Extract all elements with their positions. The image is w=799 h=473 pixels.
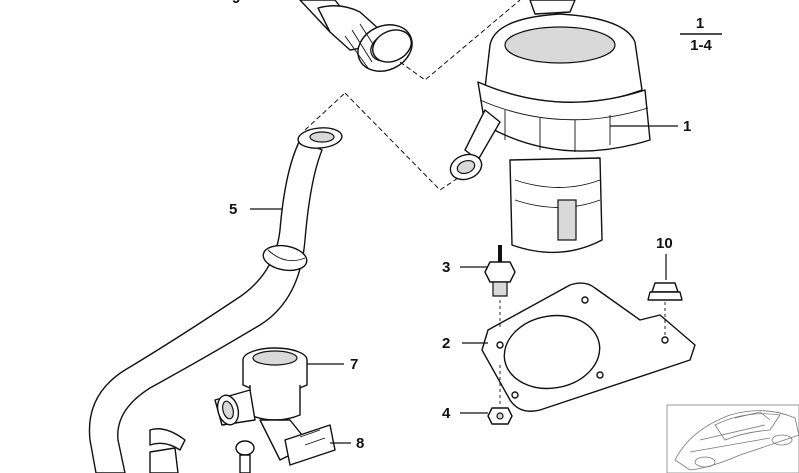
callout-10[interactable]: 10 (656, 235, 673, 252)
callout-3[interactable]: 3 (442, 259, 450, 276)
part-10-collar-nut[interactable] (647, 282, 683, 301)
car-outline-icon[interactable] (666, 404, 799, 473)
connection-line-5-1 (344, 92, 471, 191)
connection-line-9-1 (399, 0, 521, 81)
callout-5[interactable]: 5 (229, 201, 237, 218)
part-4-nut[interactable] (487, 407, 513, 425)
connection-line-5-top (304, 92, 346, 131)
page-ref-number: 1 (696, 15, 704, 32)
callout-2[interactable]: 2 (442, 335, 450, 352)
page-ref-range: 1-4 (690, 37, 712, 54)
callout-8[interactable]: 8 (356, 435, 364, 452)
part-3-rubber-mount[interactable] (484, 245, 516, 297)
part-5-hose[interactable] (88, 126, 343, 473)
part-7-check-valve[interactable] (214, 347, 308, 427)
callout-1[interactable]: 1 (683, 118, 691, 135)
part-1-air-pump[interactable] (447, 0, 651, 254)
part-9-hose-coupling[interactable] (299, 0, 420, 80)
part-8-adapter[interactable] (235, 419, 336, 473)
callout-4[interactable]: 4 (442, 405, 451, 422)
callout-9[interactable]: 9 (232, 0, 240, 7)
callout-7[interactable]: 7 (350, 356, 358, 373)
part-2-bracket[interactable] (481, 282, 696, 412)
page-reference: 1 1-4 (680, 15, 722, 54)
